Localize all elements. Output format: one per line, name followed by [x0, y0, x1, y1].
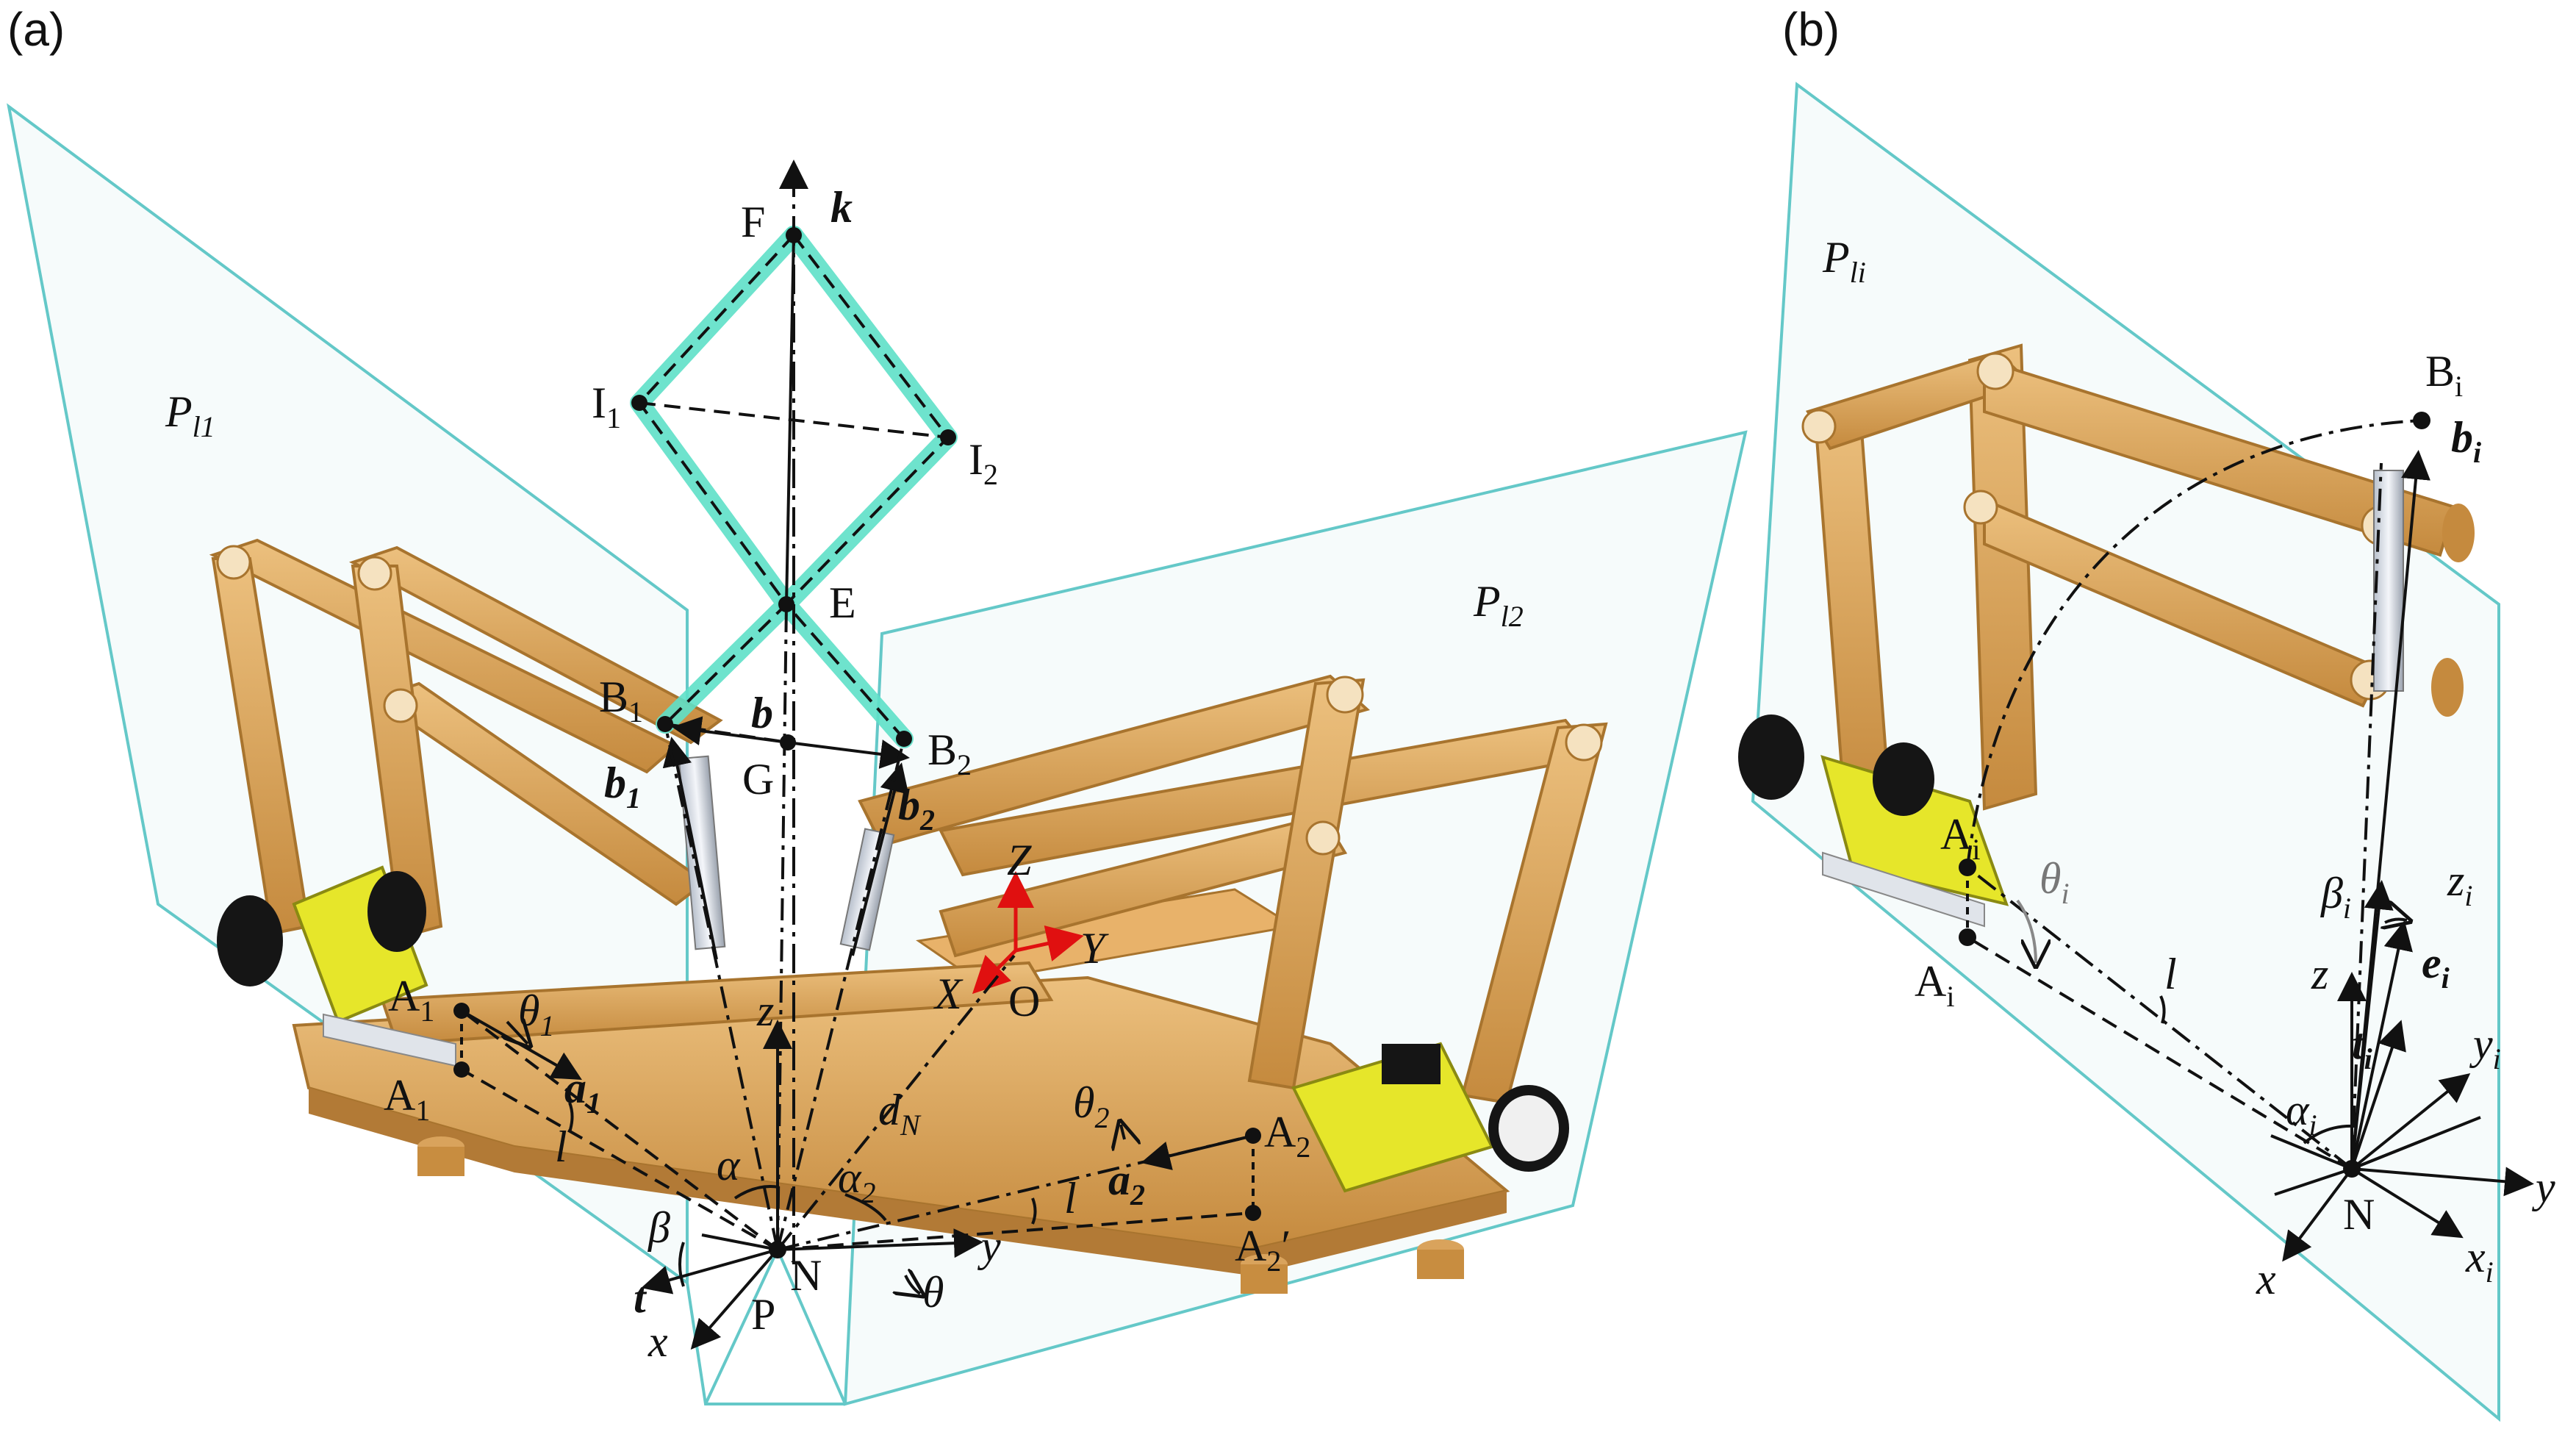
- label-Pl2: Pl2: [1473, 577, 1524, 633]
- label-P: P: [751, 1290, 775, 1339]
- points-a: [453, 227, 1261, 1258]
- label-b1: b1: [604, 759, 641, 814]
- label-xi: xi: [2465, 1233, 2494, 1289]
- label-z-b: z: [2311, 950, 2328, 998]
- label-A2p: A2′: [1235, 1222, 1291, 1278]
- label-x-b: x: [2256, 1255, 2276, 1303]
- single-linkage: [1738, 343, 2475, 928]
- label-Y: Y: [1080, 924, 1109, 973]
- label-B1: B1: [599, 673, 643, 728]
- label-A1p: A1: [384, 1071, 430, 1127]
- right-linkage: [839, 674, 1608, 1193]
- label-z-a: z: [756, 986, 774, 1035]
- label-l1: l: [555, 1122, 567, 1171]
- label-Z: Z: [1007, 836, 1032, 884]
- label-t: t: [634, 1273, 647, 1322]
- label-Ai: Ai: [1940, 810, 1980, 866]
- label-a1: a1: [564, 1064, 601, 1120]
- label-E: E: [829, 579, 856, 627]
- label-B2: B2: [928, 726, 972, 781]
- label-ei: ei: [2422, 939, 2450, 995]
- label-A2: A2: [1264, 1108, 1310, 1164]
- label-k: k: [830, 183, 853, 232]
- label-zi: zi: [2447, 856, 2472, 912]
- label-N-b: N: [2343, 1190, 2375, 1239]
- label-beta: β: [647, 1203, 670, 1252]
- label-l2: l: [1064, 1174, 1077, 1222]
- label-O: O: [1008, 977, 1040, 1025]
- label-l-b: l: [2164, 950, 2177, 998]
- label-alpha2: α2: [838, 1153, 876, 1209]
- construction-lines-b: [1966, 419, 2534, 1262]
- panel-b-label: (b): [1782, 3, 1840, 56]
- panel-a: (a) k F I1 I2 E B1 B2 b G b1 b2 Pl1 Pl2 …: [7, 3, 1748, 1406]
- plane-pli: [1751, 82, 2500, 1422]
- label-I1: I1: [592, 379, 621, 434]
- label-yi: yi: [2469, 1020, 2501, 1075]
- label-dN: dN: [878, 1086, 922, 1142]
- label-y-b: y: [2531, 1163, 2555, 1211]
- label-N-a: N: [790, 1251, 822, 1300]
- label-I2: I2: [969, 435, 998, 491]
- panel-b: (b) Pli Bi bi Ai Ai θi l βi zi z ei ti y…: [1738, 3, 2555, 1422]
- points-b: [1959, 412, 2430, 1178]
- theta-i-arrow: [2016, 899, 2036, 963]
- label-b: b: [751, 689, 773, 737]
- label-theta2: θ2: [1073, 1078, 1109, 1134]
- label-y-a: y: [977, 1222, 1001, 1270]
- label-betai: βi: [2320, 869, 2351, 925]
- label-theta1: θ1: [518, 986, 554, 1042]
- label-X: X: [933, 970, 964, 1018]
- label-A1: A1: [388, 972, 434, 1028]
- label-bi: bi: [2451, 413, 2481, 469]
- label-G: G: [742, 755, 774, 803]
- label-Pli: Pli: [1822, 233, 1866, 289]
- label-Aip: Ai: [1915, 957, 1954, 1013]
- label-thetai: θi: [2039, 854, 2070, 910]
- label-ti: ti: [2352, 1020, 2372, 1075]
- moving-frame-xyz: [972, 871, 1084, 995]
- left-linkage: [209, 538, 1054, 1067]
- label-Pl1: Pl1: [165, 387, 215, 443]
- label-Bi: Bi: [2425, 347, 2463, 403]
- label-b2: b2: [898, 781, 935, 837]
- label-alphai: αi: [2286, 1086, 2317, 1142]
- construction-lines: [460, 160, 1255, 1405]
- label-a2: a2: [1108, 1156, 1145, 1211]
- panel-a-label: (a): [7, 3, 65, 56]
- label-x-a: x: [647, 1317, 668, 1366]
- label-alpha1: α: [717, 1141, 741, 1189]
- label-F: F: [741, 198, 765, 246]
- label-theta: θ: [922, 1268, 944, 1317]
